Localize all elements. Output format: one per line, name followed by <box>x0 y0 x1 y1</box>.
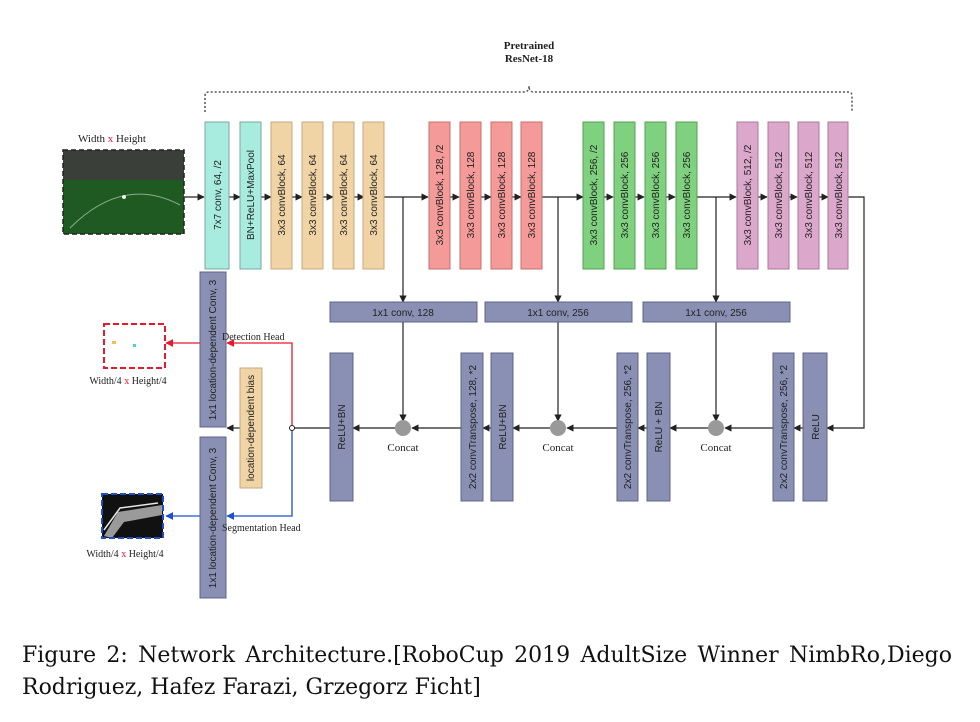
svg-text:3x3 convBlock, 512, /2: 3x3 convBlock, 512, /2 <box>743 144 754 245</box>
stage3-block-4: 3x3 convBlock, 256 <box>675 121 698 270</box>
svg-text:3x3 convBlock, 64: 3x3 convBlock, 64 <box>277 154 288 236</box>
svg-text:3x3 convBlock, 256: 3x3 convBlock, 256 <box>682 151 693 238</box>
encoder-stem-2: BN+ReLU+MaxPool <box>239 121 262 270</box>
pretrained-label: Pretrained <box>504 40 555 52</box>
stage3-block-2: 3x3 convBlock, 256 <box>613 121 636 270</box>
segmentation-output-size: Width/4 x Height/4 <box>86 549 163 560</box>
decoder-relu-bn-3: ReLU + BN <box>646 352 671 502</box>
svg-text:ReLU + BN: ReLU + BN <box>654 402 665 453</box>
segmentation-output-image <box>101 493 164 539</box>
decoder-convtranspose-256-a: 2x2 convTranspose, 256, *2 <box>616 352 639 502</box>
detection-output-image <box>103 323 166 369</box>
svg-text:3x3 convBlock, 512: 3x3 convBlock, 512 <box>834 151 845 238</box>
detection-head-label: Detection Head <box>222 332 284 343</box>
svg-text:ReLU+BN: ReLU+BN <box>337 404 348 449</box>
svg-text:3x3 convBlock, 128: 3x3 convBlock, 128 <box>466 151 477 238</box>
concat-node-2: Concat <box>542 420 574 454</box>
svg-text:3x3 convBlock, 64: 3x3 convBlock, 64 <box>339 154 350 236</box>
stage1-block-3: 3x3 convBlock, 64 <box>332 121 355 270</box>
svg-text:2x2 convTranspose, 128, *2: 2x2 convTranspose, 128, *2 <box>468 364 479 489</box>
stage3-block-1: 3x3 convBlock, 256, /2 <box>582 121 605 270</box>
location-dependent-bias: location-dependent bias <box>239 367 263 489</box>
stage4-block-4: 3x3 convBlock, 512 <box>827 121 849 270</box>
svg-text:3x3 convBlock, 64: 3x3 convBlock, 64 <box>308 154 319 236</box>
detection-head-conv: 1x1 location-dependent Conv, 3 <box>199 271 227 428</box>
head-wiring <box>165 339 295 520</box>
svg-text:3x3 convBlock, 64: 3x3 convBlock, 64 <box>369 154 380 236</box>
main-path <box>184 193 865 432</box>
lateral-conv-128: 1x1 conv, 128 <box>329 301 478 323</box>
svg-text:ReLU+BN: ReLU+BN <box>498 404 509 449</box>
stage2-block-4: 3x3 convBlock, 128 <box>520 121 543 270</box>
svg-text:3x3 convBlock, 512: 3x3 convBlock, 512 <box>804 151 815 238</box>
stage4-block-1: 3x3 convBlock, 512, /2 <box>736 121 759 270</box>
stage2-block-3: 3x3 convBlock, 128 <box>490 121 513 270</box>
stage2-block-2: 3x3 convBlock, 128 <box>459 121 482 270</box>
svg-text:1x1 location-dependent Conv, 3: 1x1 location-dependent Conv, 3 <box>208 279 219 420</box>
stage4-block-3: 3x3 convBlock, 512 <box>797 121 820 270</box>
stage1-block-4: 3x3 convBlock, 64 <box>362 121 385 270</box>
svg-text:location-dependent bias: location-dependent bias <box>246 375 257 481</box>
svg-text:3x3 convBlock, 512: 3x3 convBlock, 512 <box>774 151 785 238</box>
stage4-block-2: 3x3 convBlock, 512 <box>767 121 790 270</box>
figure-caption: Figure 2: Network Architecture.[RoboCup … <box>22 643 952 700</box>
concat-node-3: Concat <box>700 420 732 454</box>
stage1-block-1: 3x3 convBlock, 64 <box>270 121 293 270</box>
svg-text:2x2 convTranspose, 256, *2: 2x2 convTranspose, 256, *2 <box>623 364 634 489</box>
encoder-stem-1: 7x7 conv, 64, /2 <box>204 121 230 270</box>
lateral-conv-256-b: 1x1 conv, 256 <box>642 301 791 323</box>
decoder-convtranspose-256-b: 2x2 convTranspose, 256, *2 <box>772 352 795 502</box>
segmentation-head-conv: 1x1 location-dependent Conv, 3 <box>199 436 227 599</box>
stage1-block-2: 3x3 convBlock, 64 <box>301 121 324 270</box>
svg-text:7x7 conv, 64, /2: 7x7 conv, 64, /2 <box>213 160 224 230</box>
resnet-label: ResNet-18 <box>505 53 554 65</box>
input-image <box>62 149 185 235</box>
svg-text:Concat: Concat <box>542 442 573 454</box>
input-size-label: Width x Height <box>78 133 146 145</box>
svg-text:1x1 conv, 128: 1x1 conv, 128 <box>372 308 434 319</box>
svg-text:ReLU: ReLU <box>811 414 822 440</box>
svg-text:BN+ReLU+MaxPool: BN+ReLU+MaxPool <box>246 150 257 240</box>
svg-text:3x3 convBlock, 128: 3x3 convBlock, 128 <box>497 151 508 238</box>
svg-text:1x1 conv, 256: 1x1 conv, 256 <box>685 308 747 319</box>
decoder-relu: ReLU <box>802 352 828 502</box>
detection-output-size: Width/4 x Height/4 <box>89 376 166 387</box>
svg-text:1x1 conv, 256: 1x1 conv, 256 <box>527 308 589 319</box>
svg-text:3x3 convBlock, 128: 3x3 convBlock, 128 <box>527 151 538 238</box>
svg-text:2x2 convTranspose, 256, *2: 2x2 convTranspose, 256, *2 <box>779 364 790 489</box>
svg-text:3x3 convBlock, 256: 3x3 convBlock, 256 <box>651 151 662 238</box>
svg-text:3x3 convBlock, 256, /2: 3x3 convBlock, 256, /2 <box>589 144 600 245</box>
svg-text:Concat: Concat <box>387 442 418 454</box>
svg-text:Concat: Concat <box>700 442 731 454</box>
lateral-conv-256-a: 1x1 conv, 256 <box>484 301 633 323</box>
stage2-block-1: 3x3 convBlock, 128, /2 <box>428 121 451 270</box>
segmentation-head-label: Segmentation Head <box>222 523 301 534</box>
decoder-relu-bn-1: ReLU+BN <box>329 352 354 502</box>
svg-text:3x3 convBlock, 128, /2: 3x3 convBlock, 128, /2 <box>435 144 446 245</box>
svg-text:1x1 location-dependent Conv, 3: 1x1 location-dependent Conv, 3 <box>208 447 219 588</box>
svg-text:3x3 convBlock, 256: 3x3 convBlock, 256 <box>620 151 631 238</box>
stage3-block-3: 3x3 convBlock, 256 <box>644 121 667 270</box>
decoder-relu-bn-2: ReLU+BN <box>490 352 514 502</box>
pretrained-bracket <box>204 85 853 112</box>
decoder-convtranspose-128: 2x2 convTranspose, 128, *2 <box>460 352 484 502</box>
concat-node-1: Concat <box>387 420 419 454</box>
